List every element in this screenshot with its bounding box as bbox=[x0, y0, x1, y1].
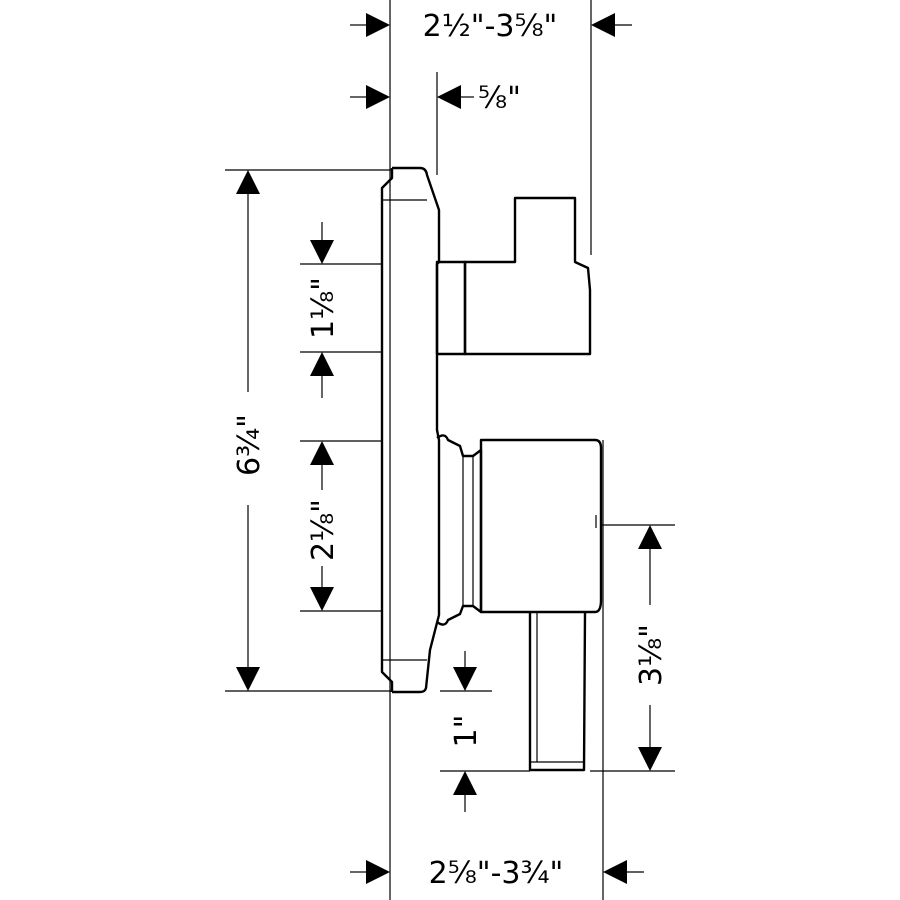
trim-plate bbox=[380, 166, 441, 694]
handle-drop-label: 1" bbox=[449, 715, 484, 748]
arrowhead bbox=[638, 747, 662, 771]
lever-arm bbox=[528, 611, 587, 772]
arrowhead bbox=[310, 352, 334, 376]
bottom-width-dimension: 2⅝"-3¾" bbox=[350, 856, 644, 891]
lever-handle bbox=[436, 434, 603, 772]
arrowhead bbox=[603, 860, 627, 884]
handle-hub bbox=[436, 434, 483, 626]
upper-cartridge bbox=[435, 196, 592, 356]
arrowhead bbox=[236, 170, 260, 194]
upper-spacing-dimension: 1⅛" bbox=[306, 222, 341, 398]
upper-cartridge-body bbox=[463, 196, 592, 356]
arrowhead bbox=[453, 667, 477, 691]
arrowhead bbox=[437, 85, 461, 109]
handle-head bbox=[479, 438, 603, 614]
total-height-label: 6¾" bbox=[232, 414, 267, 476]
arrowhead bbox=[310, 240, 334, 264]
arrowhead bbox=[638, 525, 662, 549]
top-width-dimension: 2½"-3⅝" bbox=[350, 9, 632, 44]
handle-length-label: 3⅛" bbox=[634, 624, 669, 686]
handle-length-dimension: 3⅛" bbox=[634, 525, 669, 771]
bottom-width-label: 2⅝"-3¾" bbox=[429, 856, 564, 891]
arrowhead bbox=[310, 587, 334, 611]
total-height-dimension: 6¾" bbox=[232, 170, 267, 691]
top-offset-dimension: ⅝" bbox=[350, 81, 521, 116]
arrowhead bbox=[453, 771, 477, 795]
arrowhead bbox=[366, 860, 390, 884]
top-offset-label: ⅝" bbox=[478, 81, 521, 116]
arrowhead bbox=[310, 441, 334, 465]
arrowhead bbox=[236, 667, 260, 691]
arrowhead bbox=[366, 85, 390, 109]
arrowhead bbox=[591, 13, 615, 37]
middle-spacing-dimension: 2⅛" bbox=[306, 441, 341, 611]
upper-cartridge-collar bbox=[435, 260, 467, 356]
extension-lines bbox=[225, 0, 675, 900]
top-width-label: 2½"-3⅝" bbox=[423, 9, 558, 44]
handle-drop-dimension: 1" bbox=[449, 651, 484, 812]
arrowhead bbox=[366, 13, 390, 37]
upper-spacing-label: 1⅛" bbox=[306, 277, 341, 339]
middle-spacing-label: 2⅛" bbox=[306, 499, 341, 561]
